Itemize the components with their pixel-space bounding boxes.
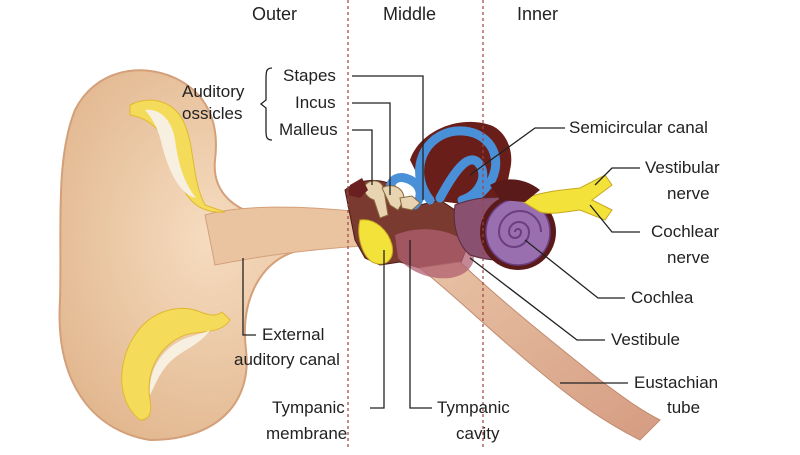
cochlea-spiral — [497, 210, 542, 248]
label-cochlear-nerve-1: Cochlear — [651, 222, 720, 241]
eustachian-tube-shape — [418, 261, 661, 441]
label-eustachian-tube-1: Eustachian — [634, 373, 719, 392]
label-external-canal-2: auditory canal — [234, 350, 340, 369]
label-eustachian-tube-2: tube — [667, 398, 701, 417]
vestibule-line — [469, 257, 605, 341]
label-vestibular-nerve-2: nerve — [667, 184, 710, 203]
label-tympanic-cavity-1: Tympanic — [437, 398, 510, 417]
label-external-canal-1: External — [262, 325, 325, 344]
cartilage-upper-inner — [145, 109, 196, 198]
label-tympanic-cavity-2: cavity — [456, 424, 500, 443]
label-cochlea: Cochlea — [631, 288, 694, 307]
stapes-line — [352, 75, 424, 200]
header-inner: Inner — [517, 4, 559, 24]
label-tympanic-membrane-1: Tympanic — [272, 398, 345, 417]
label-malleus: Malleus — [279, 120, 338, 139]
cartilage-lower-inner — [149, 330, 210, 395]
label-stapes: Stapes — [283, 66, 336, 85]
semicircular-line — [469, 127, 565, 176]
label-cochlear-nerve-2: nerve — [667, 248, 710, 267]
tympanic-membrane-line — [370, 250, 385, 409]
label-auditory-ossicles-2: ossicles — [182, 104, 243, 123]
cochlea-line — [524, 239, 625, 299]
label-vestibular-nerve-1: Vestibular — [645, 158, 720, 177]
label-tympanic-membrane-2: membrane — [266, 424, 348, 443]
header-outer: Outer — [252, 4, 298, 24]
label-incus: Incus — [295, 93, 336, 112]
label-semicircular-canal: Semicircular canal — [569, 118, 708, 137]
malleus-line — [352, 129, 373, 185]
header-middle: Middle — [383, 4, 437, 24]
label-auditory-ossicles-1: Auditory — [182, 82, 245, 101]
bone-dark-upper — [348, 178, 368, 198]
tympanic-cavity-line — [409, 240, 432, 409]
incus-line — [352, 102, 391, 195]
leader-lines — [242, 67, 640, 409]
stapes-shape — [399, 195, 421, 211]
ossicles — [363, 180, 421, 219]
inner-ear-tissue — [490, 179, 540, 202]
incus-shape — [381, 185, 405, 211]
tympanic-cavity-shape — [395, 229, 474, 279]
vestibular-line — [594, 167, 640, 186]
ossicles-bracket — [259, 67, 273, 141]
external-canal-line — [242, 258, 256, 336]
label-vestibule: Vestibule — [611, 330, 680, 349]
vestibulocochlear-nerve — [518, 174, 613, 221]
cartilage-lower — [121, 307, 231, 421]
cochlear-nerve-line — [589, 204, 640, 233]
